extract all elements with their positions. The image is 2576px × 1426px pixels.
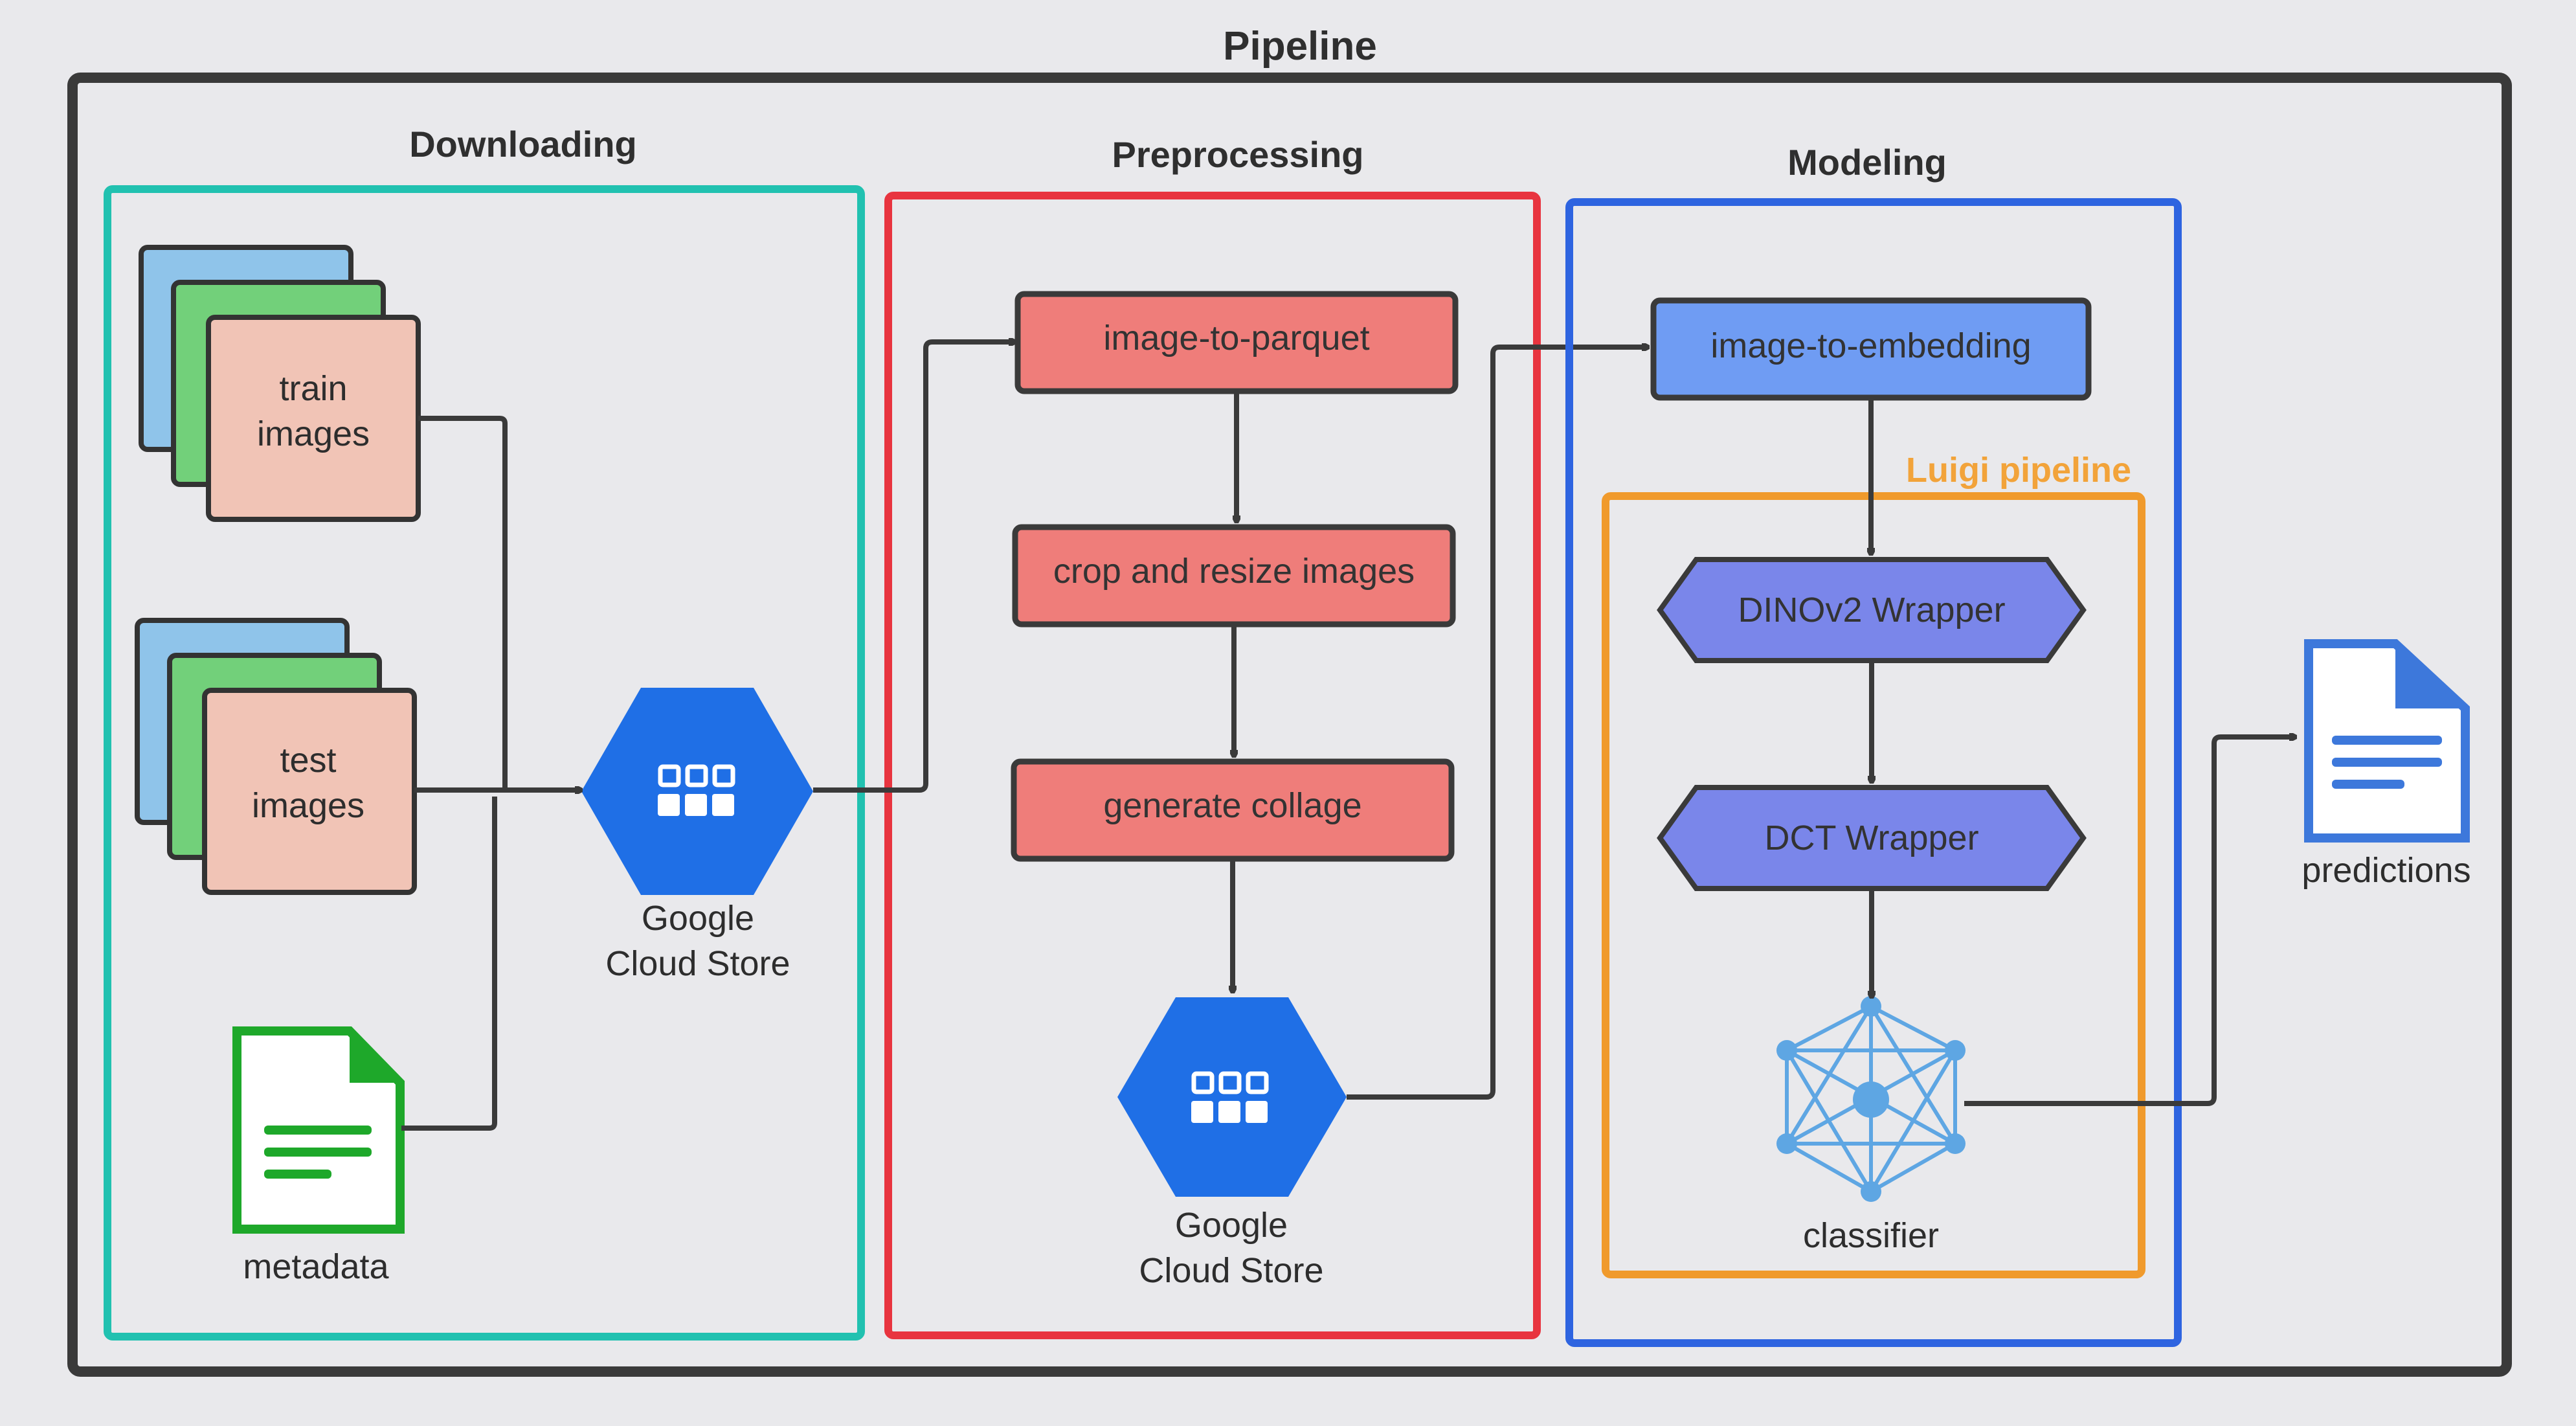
- train-images-label-line1: train: [279, 369, 347, 408]
- luigi-pipeline-title: Luigi pipeline: [1906, 451, 2131, 490]
- preprocessing-title: Preprocessing: [1112, 134, 1363, 175]
- preprocessing-section: [884, 192, 1541, 1339]
- modeling-section: [1565, 198, 2182, 1347]
- classifier-label: classifier: [1803, 1216, 1939, 1255]
- test-images-label-line2: images: [252, 786, 364, 825]
- downloading-title: Downloading: [409, 124, 637, 164]
- downloading-connectors: [401, 416, 581, 1131]
- dinov2-wrapper-label: DINOv2 Wrapper: [1738, 591, 2005, 629]
- gcs1-label-line1: Google: [642, 899, 754, 938]
- dinov2-wrapper-hexagon: DINOv2 Wrapper: [1657, 557, 2087, 663]
- gcs1-label-line2: Cloud Store: [605, 944, 790, 983]
- test-images-stack-icon: test images: [135, 618, 417, 895]
- image-to-parquet-label: image-to-parquet: [1103, 319, 1369, 357]
- predictions-document-icon: [2304, 639, 2470, 843]
- classifier-nodes: [1776, 996, 1966, 1202]
- dct-wrapper-hexagon: DCT Wrapper: [1657, 785, 2087, 891]
- crop-resize-label: crop and resize images: [1053, 552, 1415, 591]
- metadata-document-icon: [232, 1026, 405, 1234]
- generate-collage-box: generate collage: [1011, 758, 1455, 862]
- modeling-connectors: [1871, 400, 2296, 1106]
- generate-collage-label: generate collage: [1103, 786, 1361, 825]
- image-to-embedding-box: image-to-embedding: [1650, 297, 2092, 401]
- downloading-section: [104, 185, 865, 1341]
- gcs2-cloud-storage-icon: [1117, 997, 1347, 1197]
- gcs1-cloud-storage-icon: [581, 688, 813, 895]
- preprocessing-connectors: [813, 342, 1648, 1100]
- dct-wrapper-label: DCT Wrapper: [1764, 819, 1978, 857]
- gcs2-label-line2: Cloud Store: [1139, 1251, 1323, 1290]
- test-images-label-line1: test: [280, 741, 336, 780]
- image-to-parquet-box: image-to-parquet: [1014, 291, 1459, 394]
- train-images-stack-icon: train images: [139, 245, 421, 522]
- gcs2-label-line1: Google: [1175, 1206, 1288, 1245]
- crop-resize-box: crop and resize images: [1012, 524, 1456, 628]
- train-images-label-line2: images: [257, 414, 370, 453]
- pipeline-frame: [67, 73, 2512, 1377]
- predictions-label: predictions: [2302, 851, 2470, 890]
- modeling-title: Modeling: [1787, 142, 1947, 183]
- pipeline-title: Pipeline: [1223, 24, 1377, 69]
- metadata-label: metadata: [243, 1247, 389, 1286]
- image-to-embedding-label: image-to-embedding: [1710, 326, 2031, 365]
